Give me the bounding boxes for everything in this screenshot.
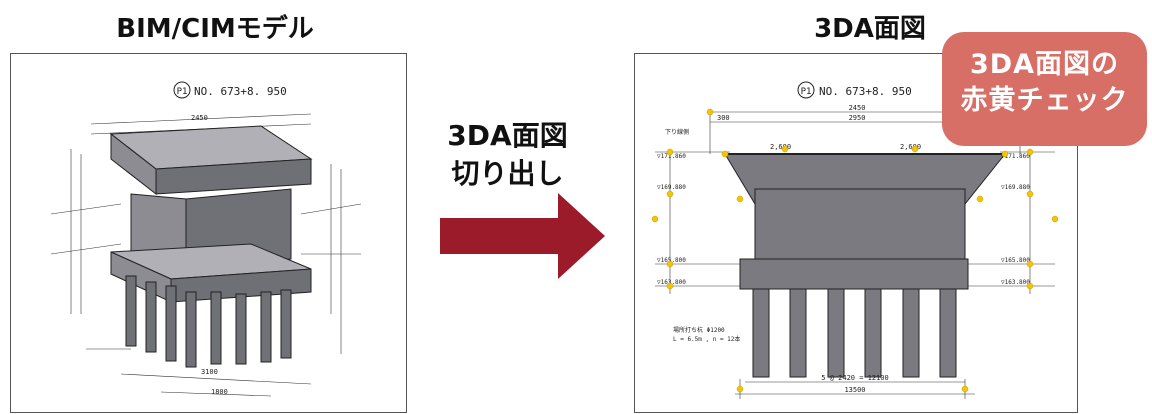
- level-mark: ▽169.880: [1001, 184, 1030, 191]
- level-mark: ▽171.860: [1001, 153, 1030, 160]
- level-mark: ▽163.800: [657, 279, 686, 286]
- 3da-drawing: P1 NO. 673+8. 950 下り線側 2450 2950 300 2,6…: [651, 81, 1059, 399]
- dim-label: 5 @ 2420 = 12100: [821, 374, 888, 382]
- pile-note: 場所打ち杭 Φ1200: [673, 326, 725, 334]
- dim-label: 1800: [211, 388, 228, 396]
- station-label: NO. 673+8. 950: [819, 85, 912, 98]
- level-mark: ▽169.880: [657, 184, 686, 191]
- footing: [739, 258, 969, 290]
- pier-marker: [173, 81, 191, 99]
- bim-model-drawing: P1 NO. 673+8. 950 2450 1550 3100 1800: [50, 81, 362, 397]
- pier-cap-side: [155, 158, 312, 195]
- station-label: NO. 673+8. 950: [194, 85, 287, 98]
- pier-column: [754, 188, 966, 260]
- left-title: BIM/CIMモデル: [116, 14, 314, 44]
- level-mark: ▽171.860: [657, 153, 686, 160]
- pier-column-side: [185, 188, 292, 265]
- badge-line2: 赤黄チェック: [960, 85, 1129, 116]
- red-yellow-check-badge: 3DA面図の 赤黄チェック: [942, 32, 1147, 146]
- dim-label: 2,600: [770, 143, 791, 151]
- pile-note: L = 6.5m , n = 12本: [673, 335, 740, 343]
- bim-model-panel: P1 NO. 673+8. 950 2450 1550 3100 1800: [10, 53, 407, 413]
- arrow-label: 3DA面図 切り出し: [440, 117, 575, 193]
- dim-label: 2450: [849, 104, 866, 112]
- dim-label: 2450: [191, 114, 208, 122]
- dim-label: 2,600: [900, 143, 921, 151]
- piles: [125, 275, 292, 368]
- badge-line1: 3DA面図の: [969, 49, 1120, 80]
- arrow-label-line2: 切り出し: [451, 157, 564, 190]
- transform-arrow: [440, 193, 605, 279]
- dim-label: 13500: [844, 386, 865, 394]
- pier-marker-label: P1: [177, 87, 188, 97]
- check-highlights: [651, 108, 1059, 393]
- dim-label: 3100: [201, 368, 218, 376]
- dimension-lines: [50, 113, 362, 397]
- right-title: 3DA面図: [814, 14, 926, 44]
- level-mark: ▽165.800: [657, 257, 686, 264]
- pier-marker-label: P1: [801, 87, 812, 97]
- level-mark: ▽163.800: [1001, 279, 1030, 286]
- dim-label: 300: [717, 114, 730, 122]
- 3da-drawing-panel: P1 NO. 673+8. 950 下り線側 2450 2950 300 2,6…: [634, 53, 1078, 413]
- dim-label: 2950: [849, 114, 866, 122]
- side-label: 下り線側: [665, 128, 689, 136]
- pier-marker: [797, 81, 815, 99]
- arrow-label-line1: 3DA面図: [447, 119, 568, 152]
- level-mark: ▽165.800: [1001, 257, 1030, 264]
- piles: [752, 288, 957, 378]
- arrow-shape: [440, 193, 605, 279]
